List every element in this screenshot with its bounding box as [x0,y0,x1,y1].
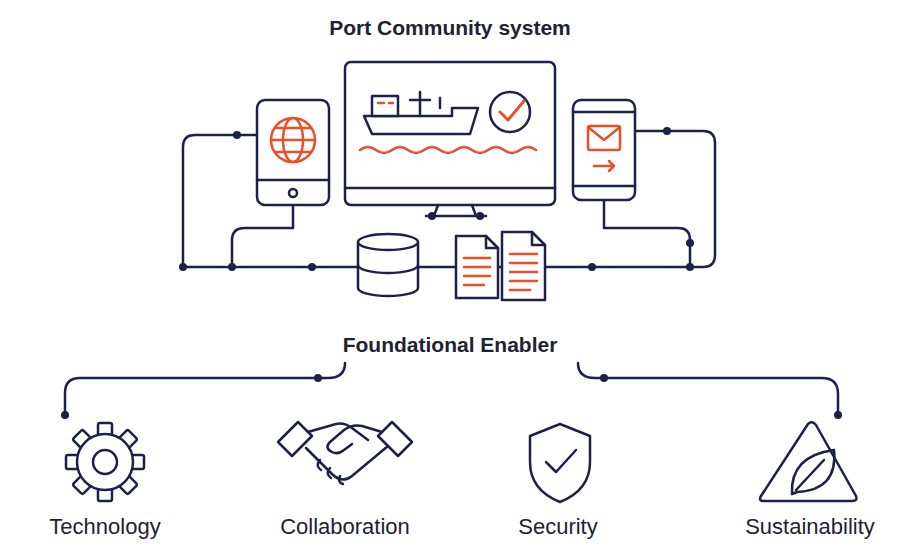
bracket-line [578,363,838,413]
handshake-icon [278,422,412,484]
bracket-line [65,363,345,413]
bracket-dot [61,411,69,419]
document-icon [532,232,545,245]
monitor-icon [345,62,555,216]
wire-dot [588,263,596,271]
diagram-title: Port Community system [329,16,571,40]
tablet-icon [289,189,297,197]
handshake-icon [278,422,312,456]
leaf-triangle-icon [796,460,824,490]
phone-icon [588,126,620,171]
document-icon [456,236,498,298]
network-wire [183,135,257,267]
leaf-triangle-icon [760,422,857,501]
document-icon [502,232,545,300]
shield-icon [546,450,576,472]
tablet-icon [271,118,315,162]
icon-label: Collaboration [280,514,410,539]
document-icon [486,236,498,248]
monitor-icon [426,205,486,216]
network-wire [232,205,293,267]
wire-dot [686,263,694,271]
tablet-icon [271,128,315,152]
leaf-triangle-icon [760,422,857,501]
monitor-icon [490,92,530,132]
phone-icon [573,100,635,200]
leaf-triangle-icon [792,450,834,494]
monitor-icon [378,102,393,105]
bracket-dot [600,374,608,382]
wire-dot [308,263,316,271]
gear-icon [77,434,133,490]
monitor-icon [500,101,524,120]
gear-icon [93,450,117,474]
icon-label: Security [518,514,597,539]
bracket-dot [61,374,842,419]
monitor-icon [345,187,555,190]
document-icon [456,232,545,300]
handshake-icon [318,460,343,484]
gear-icon [66,423,144,501]
section-heading: Foundational Enabler [343,333,558,357]
phone-icon [573,112,635,186]
icon-label: Sustainability [745,514,875,539]
document-icon [464,258,490,285]
shield-icon [530,424,590,502]
wire-dot [179,263,187,271]
wire-dot [686,239,694,247]
network-wire [604,200,690,267]
monitor-icon [410,92,440,116]
tablet-icon [257,179,329,182]
phone-icon [594,161,614,171]
monitor-icon [372,96,398,116]
bracket-dot [314,374,322,382]
network-wire [183,266,690,269]
database-icon [358,234,418,250]
tablet-icon [271,118,315,162]
database-icon [358,265,418,273]
tablet-icon [257,100,329,205]
icon-label: Technology [49,514,160,539]
tablet-icon [257,100,329,205]
monitor-icon [360,147,536,153]
monitor-icon [345,62,555,205]
document-icon [510,254,537,290]
phone-icon [588,126,620,150]
phone-icon [573,100,635,200]
bracket-dot [834,411,842,419]
wire-dot [228,263,236,271]
wire-dot [663,127,671,135]
bracket-line [65,363,838,413]
database-icon [358,234,418,296]
handshake-icon [327,426,382,454]
phone-icon [588,127,620,140]
wire-dot [233,131,241,139]
network-wire [635,131,715,267]
illustration [61,62,857,502]
shield-icon [530,424,590,502]
